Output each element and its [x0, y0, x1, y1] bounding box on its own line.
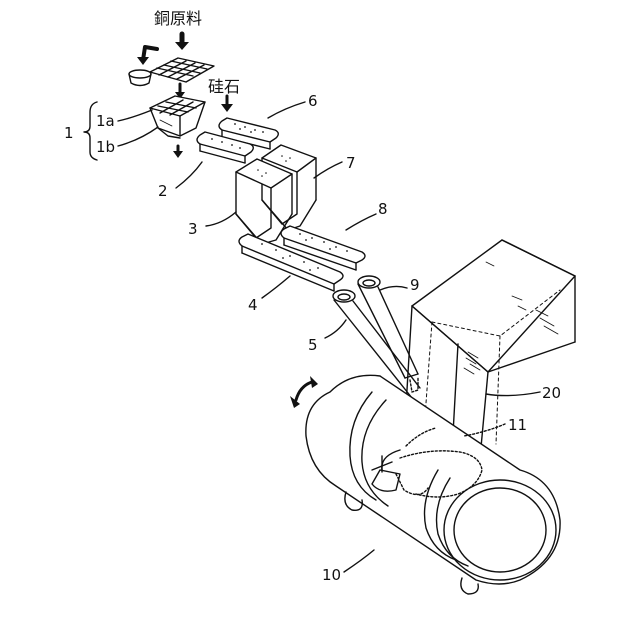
sieve-grid [150, 58, 214, 82]
ref-3: 3 [188, 220, 198, 238]
oversize-bowl [129, 70, 151, 86]
conveyor-2 [197, 132, 253, 163]
leader-5 [325, 320, 346, 338]
ref-1: 1 [64, 124, 74, 142]
ref-8: 8 [378, 200, 388, 218]
leader-10 [344, 550, 374, 572]
label-silica: 硅石 [208, 77, 240, 96]
rotation-direction-arrow [290, 376, 318, 408]
ref-6: 6 [308, 92, 318, 110]
ref-4: 4 [248, 296, 258, 314]
leader-11 [464, 424, 505, 436]
ref-11: 11 [508, 416, 527, 434]
leader-4 [262, 276, 290, 298]
label-copper-raw: 銅原料 [154, 9, 202, 28]
ref-9: 9 [410, 276, 420, 294]
silica-feed-arrow [221, 96, 233, 112]
ref-10: 10 [322, 566, 341, 584]
crusher-unit [150, 96, 205, 138]
leader-8 [346, 214, 376, 230]
oversize-return-arrow [137, 47, 157, 65]
leader-20 [486, 392, 540, 396]
leader-6 [268, 102, 305, 118]
leader-7 [314, 162, 342, 178]
leader-9 [380, 286, 407, 290]
leader-3 [206, 212, 236, 226]
ref-2: 2 [158, 182, 168, 200]
ref-1b: 1b [96, 138, 115, 156]
rotary-furnace-10 [306, 375, 560, 594]
leader-1a [118, 110, 152, 121]
ref-7: 7 [346, 154, 356, 172]
copper-feed-arrow [175, 34, 189, 50]
ref-20: 20 [542, 384, 561, 402]
ref-1a: 1a [96, 112, 115, 130]
crusher-discharge-arrow [173, 146, 183, 158]
leader-2 [176, 162, 202, 188]
leader-1b [118, 127, 158, 146]
ref-5: 5 [308, 336, 318, 354]
